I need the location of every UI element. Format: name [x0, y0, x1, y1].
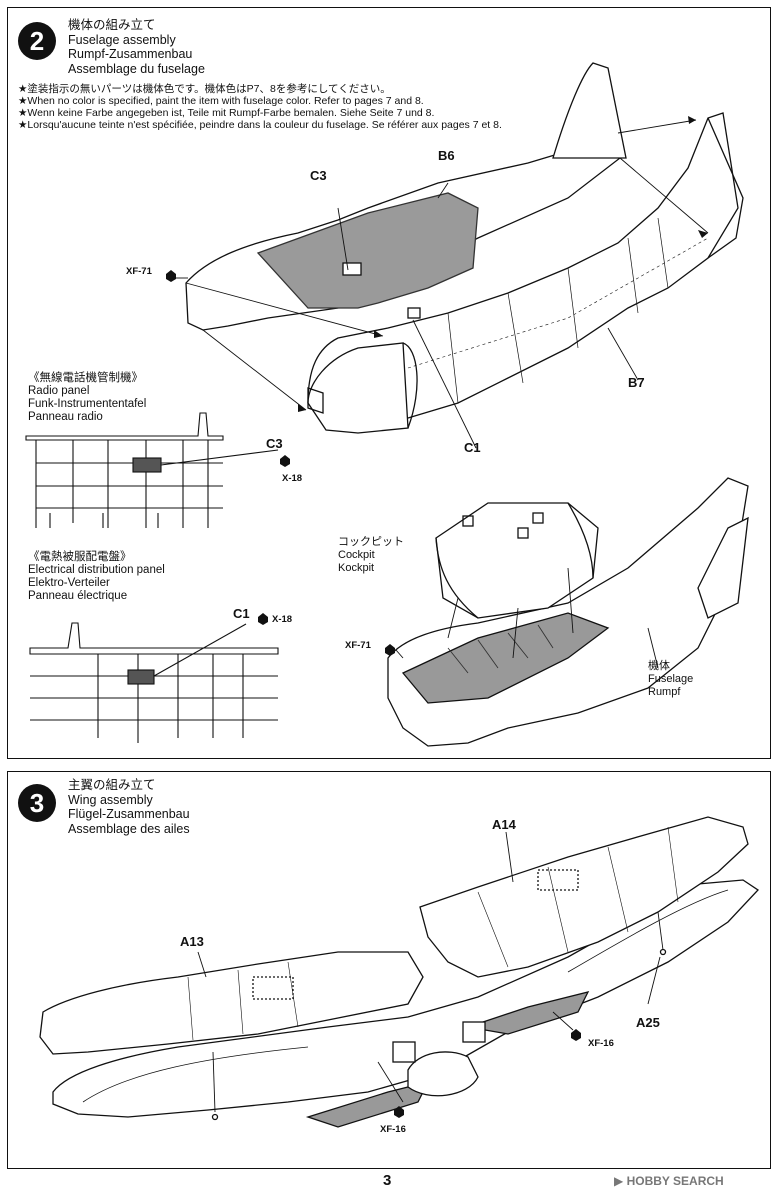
cockpit-caption: コックピット Cockpit Kockpit: [338, 536, 404, 575]
page-number: 3: [383, 1172, 392, 1189]
title-jp: 機体の組み立て: [68, 18, 156, 32]
title-jp: 主翼の組み立て: [68, 778, 156, 792]
paint-code-top: XF-71: [126, 266, 152, 277]
radio-title-jp: 《無線電話機管制機》: [28, 372, 143, 384]
radio-title-de: Funk-Instrumententafel: [28, 398, 147, 410]
watermark-text: HOBBY SEARCH: [626, 1174, 724, 1188]
cockpit-fuselage-illustration: [387, 477, 749, 747]
paint-code-left: XF-16: [380, 1124, 406, 1135]
part-label-b7: B7: [628, 375, 645, 390]
electrical-panel-caption: 《電熱被服配電盤》 Electrical distribution panel …: [28, 551, 165, 603]
part-label-a25: A25: [636, 1015, 660, 1030]
step-3-panel: 3 主翼の組み立て Wing assembly Flügel-Zusammenb…: [7, 771, 771, 1169]
paint-drop-icon: [166, 270, 176, 282]
paint-code-right: XF-16: [588, 1038, 614, 1049]
paint-code-bottom: XF-71: [345, 640, 371, 651]
radio-part-label: C3: [266, 436, 283, 451]
electrical-part-label: C1: [233, 606, 250, 621]
part-label-a14: A14: [492, 817, 516, 832]
title-en: Wing assembly: [68, 792, 153, 807]
fuselage-half-illustration: [25, 62, 749, 747]
radio-panel-caption: 《無線電話機管制機》 Radio panel Funk-Instrumenten…: [28, 372, 146, 424]
radio-title-en: Radio panel: [28, 385, 90, 397]
title-fr: Assemblage des ailes: [68, 821, 190, 836]
part-label-a13: A13: [180, 934, 204, 949]
paint-notes: ★塗装指示の無いパーツは機体色です。機体色はP7、8を参考にしてください。 ★W…: [18, 83, 502, 131]
radio-paint-code: X-18: [282, 473, 303, 484]
radio-panel-diagram: [25, 412, 279, 528]
title-de: Flügel-Zusammenbau: [68, 807, 190, 821]
note-de: ★Wenn keine Farbe angegeben ist, Teile m…: [18, 107, 435, 119]
fuselage-de: Rumpf: [648, 686, 681, 698]
cockpit-jp: コックピット: [338, 536, 404, 548]
note-fr: ★Lorsqu'aucune teinte n'est spécifiée, p…: [18, 119, 502, 131]
part-label-b6: B6: [438, 148, 455, 163]
step-2-panel: 2 機体の組み立て Fuselage assembly Rumpf-Zusamm…: [7, 7, 771, 759]
watermark-icon: ▶: [614, 1174, 627, 1188]
fuselage-caption: 機体 Fuselage Rumpf: [648, 660, 693, 699]
title-fr: Assemblage du fuselage: [68, 61, 205, 76]
note-jp: ★塗装指示の無いパーツは機体色です。機体色はP7、8を参考にしてください。: [18, 83, 391, 95]
step-number: 2: [18, 22, 56, 60]
part-label-c3: C3: [310, 168, 327, 183]
step-heading: 機体の組み立て Fuselage assembly Rumpf-Zusammen…: [68, 18, 205, 76]
step-heading: 主翼の組み立て Wing assembly Flügel-Zusammenbau…: [68, 778, 190, 836]
title-en: Fuselage assembly: [68, 32, 176, 47]
title-de: Rumpf-Zusammenbau: [68, 47, 193, 61]
electrical-title-de: Elektro-Verteiler: [28, 577, 110, 589]
electrical-paint-code: X-18: [272, 614, 293, 625]
electrical-title-fr: Panneau électrique: [28, 590, 128, 602]
wing-assembly-illustration: [39, 816, 759, 1128]
cockpit-de: Kockpit: [338, 562, 375, 574]
cockpit-en: Cockpit: [338, 549, 375, 561]
electrical-title-en: Electrical distribution panel: [28, 564, 165, 576]
watermark: ▶ HOBBY SEARCH: [614, 1174, 724, 1188]
part-label-c1: C1: [464, 440, 481, 455]
fuselage-jp: 機体: [648, 660, 670, 672]
fuselage-en: Fuselage: [648, 673, 694, 685]
radio-title-fr: Panneau radio: [28, 411, 103, 423]
note-en: ★When no color is specified, paint the i…: [18, 95, 424, 107]
step-number: 3: [18, 784, 56, 822]
electrical-title-jp: 《電熱被服配電盤》: [28, 551, 132, 563]
electrical-panel-diagram: [29, 622, 279, 743]
